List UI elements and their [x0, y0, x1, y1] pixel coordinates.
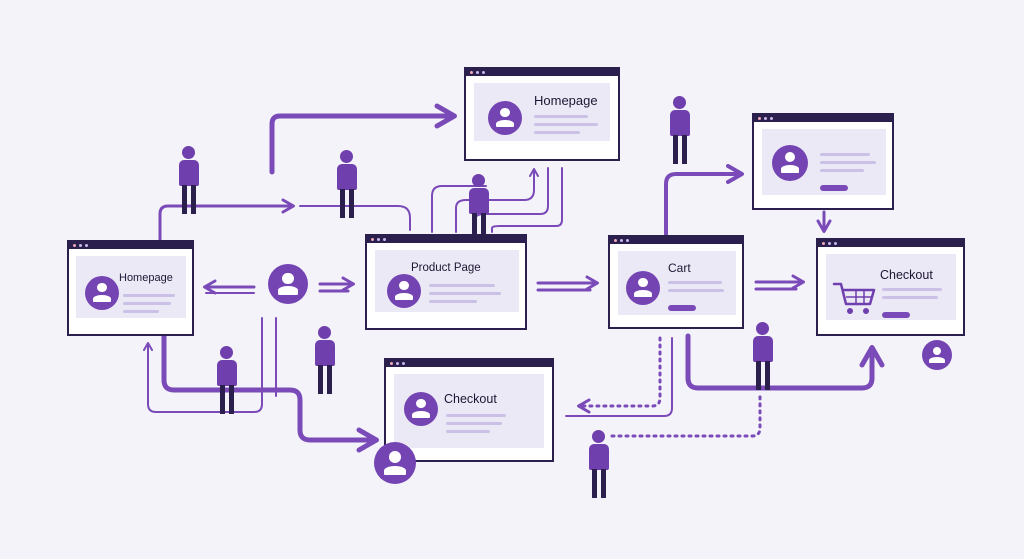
flow-arrow — [455, 168, 539, 233]
user-avatar-icon — [488, 101, 522, 135]
flow-connector — [491, 167, 563, 233]
text-placeholder-line — [882, 296, 938, 299]
text-placeholder-line — [668, 289, 724, 292]
person-icon — [214, 346, 240, 414]
flow-connector — [431, 185, 487, 233]
checkout-window-right[interactable]: Checkout — [816, 238, 965, 336]
text-placeholder-line — [429, 284, 495, 287]
flow-arrow — [158, 198, 295, 242]
user-avatar-icon — [404, 392, 438, 426]
user-avatar-icon — [387, 274, 421, 308]
person-icon — [466, 174, 492, 242]
text-placeholder-line — [446, 430, 490, 433]
text-placeholder-line — [534, 131, 580, 134]
person-icon — [334, 150, 360, 218]
window-label: Homepage — [119, 272, 173, 284]
product-page-window[interactable]: Product Page — [365, 234, 527, 330]
user-avatar-icon — [626, 271, 660, 305]
person-icon — [312, 326, 338, 394]
user-avatar-icon — [922, 340, 952, 370]
person-icon — [750, 322, 776, 390]
homepage-window-left[interactable]: Homepage — [67, 240, 194, 336]
homepage-window-top[interactable]: Homepage — [464, 67, 620, 161]
checkout-button[interactable] — [882, 312, 910, 318]
window-titlebar — [610, 237, 742, 244]
text-placeholder-line — [882, 288, 942, 291]
person-icon — [586, 430, 612, 498]
window-label: Checkout — [444, 392, 497, 406]
text-placeholder-line — [534, 123, 598, 126]
flow-arrow — [685, 333, 885, 391]
flow-connector — [299, 205, 411, 231]
window-titlebar — [367, 236, 525, 243]
text-placeholder-line — [446, 414, 506, 417]
text-placeholder-line — [429, 292, 501, 295]
window-label: Homepage — [534, 93, 598, 108]
window-titlebar — [386, 360, 552, 367]
flow-connector — [610, 392, 762, 438]
cart-button[interactable] — [668, 305, 696, 311]
text-placeholder-line — [820, 153, 870, 156]
window-label: Product Page — [411, 262, 481, 274]
flow-arrow — [577, 336, 662, 414]
user-avatar-icon — [772, 145, 808, 181]
text-placeholder-line — [123, 294, 175, 297]
window-label: Checkout — [880, 268, 933, 282]
cart-window[interactable]: Cart — [608, 235, 744, 329]
flow-arrow — [565, 337, 673, 417]
flow-arrow — [269, 103, 457, 175]
text-placeholder-line — [668, 281, 722, 284]
action-button[interactable] — [820, 185, 848, 191]
user-avatar-icon — [374, 442, 416, 484]
flow-arrow — [161, 333, 379, 453]
text-placeholder-line — [820, 169, 864, 172]
text-placeholder-line — [820, 161, 876, 164]
shopping-cart-icon — [832, 282, 876, 314]
window-titlebar — [754, 115, 892, 122]
user-avatar-icon — [268, 264, 308, 304]
window-titlebar — [69, 242, 192, 249]
text-placeholder-line — [123, 302, 171, 305]
window-titlebar — [818, 240, 963, 247]
text-placeholder-line — [123, 310, 159, 313]
flow-arrow — [664, 164, 744, 236]
text-placeholder-line — [429, 300, 477, 303]
person-icon — [176, 146, 202, 214]
window-titlebar — [466, 69, 618, 76]
flow-arrow — [143, 317, 263, 413]
window-label: Cart — [668, 261, 691, 275]
checkout-window-bottom[interactable]: Checkout — [384, 358, 554, 462]
product-window-top-right[interactable] — [752, 113, 894, 210]
text-placeholder-line — [446, 422, 502, 425]
text-placeholder-line — [534, 115, 588, 118]
person-icon — [667, 96, 693, 164]
user-avatar-icon — [85, 276, 119, 310]
